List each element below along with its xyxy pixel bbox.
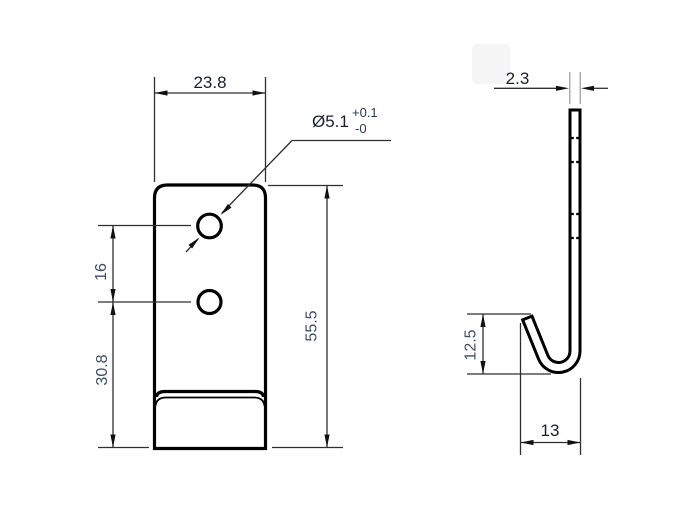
hole-pitch-dimension-text: 16 <box>93 263 110 281</box>
arrowhead-up <box>324 185 330 199</box>
arrowhead-left <box>581 85 594 91</box>
arrowhead-up <box>110 302 116 315</box>
top-hole <box>196 212 223 240</box>
arrowhead-down <box>110 434 116 448</box>
scan-artifact <box>472 44 510 84</box>
height-dimension-text: 55.5 <box>304 310 321 341</box>
hook-tip-cap <box>520 314 534 322</box>
arrowhead-up <box>110 225 116 239</box>
thickness-dimension-text: 2.3 <box>506 69 530 88</box>
arrowhead-down <box>480 361 486 374</box>
dim-height-55-5: 55.5 <box>268 184 343 449</box>
tolerance-lower-text: -0 <box>355 121 367 136</box>
dim-thickness-2-3: 2.3 <box>494 69 608 104</box>
arrowhead-right <box>556 85 569 91</box>
bend-line-outer <box>154 389 266 398</box>
arrowhead-left <box>520 439 534 446</box>
arrowhead-right <box>252 90 266 96</box>
dim-chain-left: 16 30.8 <box>93 224 191 449</box>
tolerance-upper-text: +0.1 <box>352 105 378 120</box>
dim-width-23-8: 23.8 <box>153 73 267 182</box>
arrowhead-right <box>567 439 581 446</box>
hook-profile-clear <box>524 109 579 372</box>
hole-to-bottom-dimension-text: 30.8 <box>94 354 111 385</box>
hidden-hole-lines <box>569 136 581 240</box>
hook-depth-dimension-text: 12.5 <box>463 329 480 360</box>
arrowhead-left <box>154 90 168 96</box>
leader-line <box>221 140 293 214</box>
arrowhead-to-hole <box>188 237 200 249</box>
arrowhead-down <box>110 289 116 302</box>
arrowhead-down <box>324 434 330 448</box>
width-dimension-text: 23.8 <box>193 73 226 92</box>
arrowhead-up <box>480 314 486 327</box>
front-view <box>152 183 268 451</box>
hole-diameter-callout: Ø5.1 +0.1 -0 <box>185 105 391 253</box>
dim-hook-depth-12-5: 12.5 <box>463 313 551 375</box>
dim-hook-width-13: 13 <box>519 323 582 455</box>
bend-line-inner <box>154 396 266 407</box>
hole-diameter-text: Ø5.1 <box>312 112 349 131</box>
arrowhead-to-hole <box>220 204 232 215</box>
plate-outline <box>152 183 268 451</box>
side-view <box>520 108 582 374</box>
bottom-hole <box>196 288 223 316</box>
hook-width-dimension-text: 13 <box>541 421 560 440</box>
